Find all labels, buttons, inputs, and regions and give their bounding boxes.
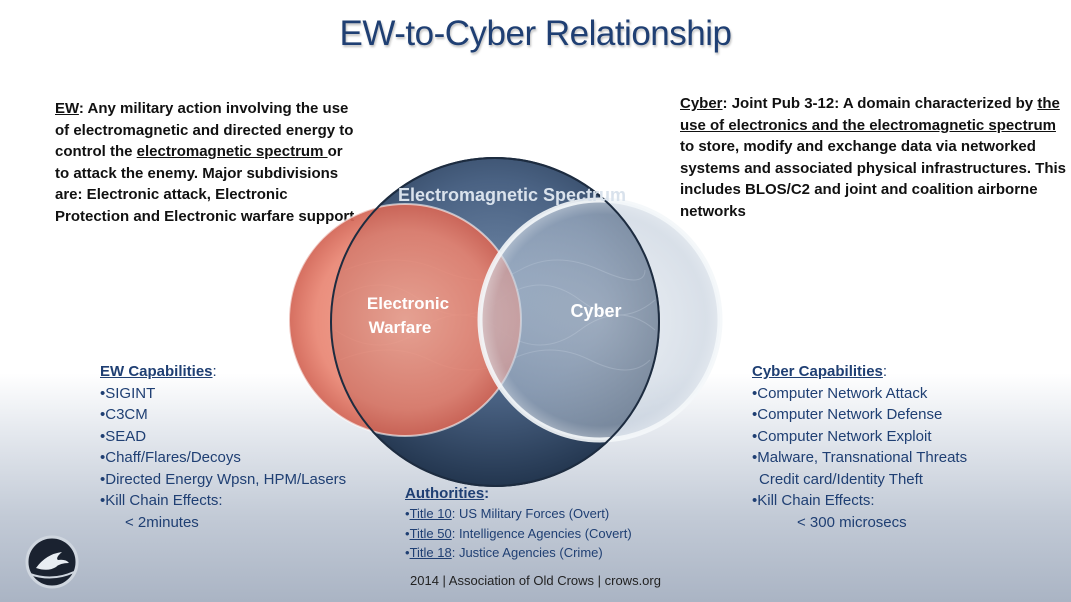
ew-capabilities: EW Capabilities: •SIGINT •C3CM •SEAD •Ch… (100, 361, 400, 533)
footer: 2014 | Association of Old Crows | crows.… (410, 573, 661, 588)
cyber-capability-continuation: Credit card/Identity Theft (759, 470, 923, 488)
ew-term: EW (55, 100, 79, 117)
authority-link[interactable]: Title 18 (409, 545, 452, 560)
crow-logo (25, 535, 79, 589)
ew-label-line2: Warfare (369, 318, 432, 337)
ew-capability-item: •Directed Energy Wpsn, HPM/Lasers (100, 470, 347, 488)
cyber-capability-item: •Kill Chain Effects: (752, 492, 875, 509)
cyber-definition-underlined: the use of electronics and the electroma… (680, 95, 1060, 134)
cyber-term: Cyber (680, 95, 723, 112)
cyber-circle (477, 197, 723, 443)
cyber-definition: Cyber: Joint Pub 3-12: A domain characte… (680, 93, 1070, 222)
cyber-definition-text-1: : Joint Pub 3-12: A domain characterized… (722, 95, 1038, 112)
authorities: Authorities: •Title 10: US Military Forc… (405, 484, 725, 563)
ew-label-line1: Electronic (367, 294, 449, 313)
slide-title: EW-to-Cyber Relationship (339, 14, 732, 53)
ew-capabilities-header: EW Capabilities: (100, 363, 217, 380)
ew-definition-text-2: or to attack the enemy. Major subdivisio… (55, 143, 355, 225)
cyber-capability-item: •Malware, Transnational Threats (752, 449, 968, 466)
cyber-label: Cyber (570, 301, 621, 321)
cyber-capabilities-header: Cyber Capabilities: (752, 363, 888, 380)
ew-capability-item: •Kill Chain Effects: (100, 492, 223, 509)
authority-row: •Title 18: Justice Agencies (Crime) (405, 545, 603, 560)
cyber-capability-item: •Computer Network Exploit (752, 427, 932, 445)
ew-capability-item: •C3CM (100, 406, 148, 423)
ew-definition-text-1: : Any military action involving the use … (55, 100, 354, 160)
authorities-header: Authorities: (405, 485, 490, 502)
ew-capability-item: •Chaff/Flares/Decoys (100, 449, 241, 466)
ew-definition: EW: Any military action involving the us… (55, 98, 355, 227)
authority-link[interactable]: Title 50 (409, 525, 452, 541)
cyber-capabilities: Cyber Capabilities: •Computer Network At… (752, 361, 1052, 533)
spectrum-label: Electromagnetic Spectrum (398, 185, 626, 205)
cyber-capability-item: •Computer Network Defense (752, 406, 943, 423)
cyber-kill-chain-time: < 300 microsecs (797, 513, 907, 531)
cyber-capability-item: •Computer Network Attack (752, 384, 928, 402)
authority-link[interactable]: Title 10 (409, 506, 452, 521)
authority-row: •Title 50: Intelligence Agencies (Covert… (405, 525, 632, 541)
ew-capability-item: •SEAD (100, 427, 147, 445)
cyber-definition-text-2: to store, modify and exchange data via n… (680, 138, 1066, 220)
ew-definition-underlined: electromagnetic spectrum (136, 143, 328, 160)
ew-kill-chain-time: < 2minutes (125, 513, 199, 531)
ew-capability-item: •SIGINT (100, 384, 156, 402)
authority-row: •Title 10: US Military Forces (Overt) (405, 506, 610, 521)
